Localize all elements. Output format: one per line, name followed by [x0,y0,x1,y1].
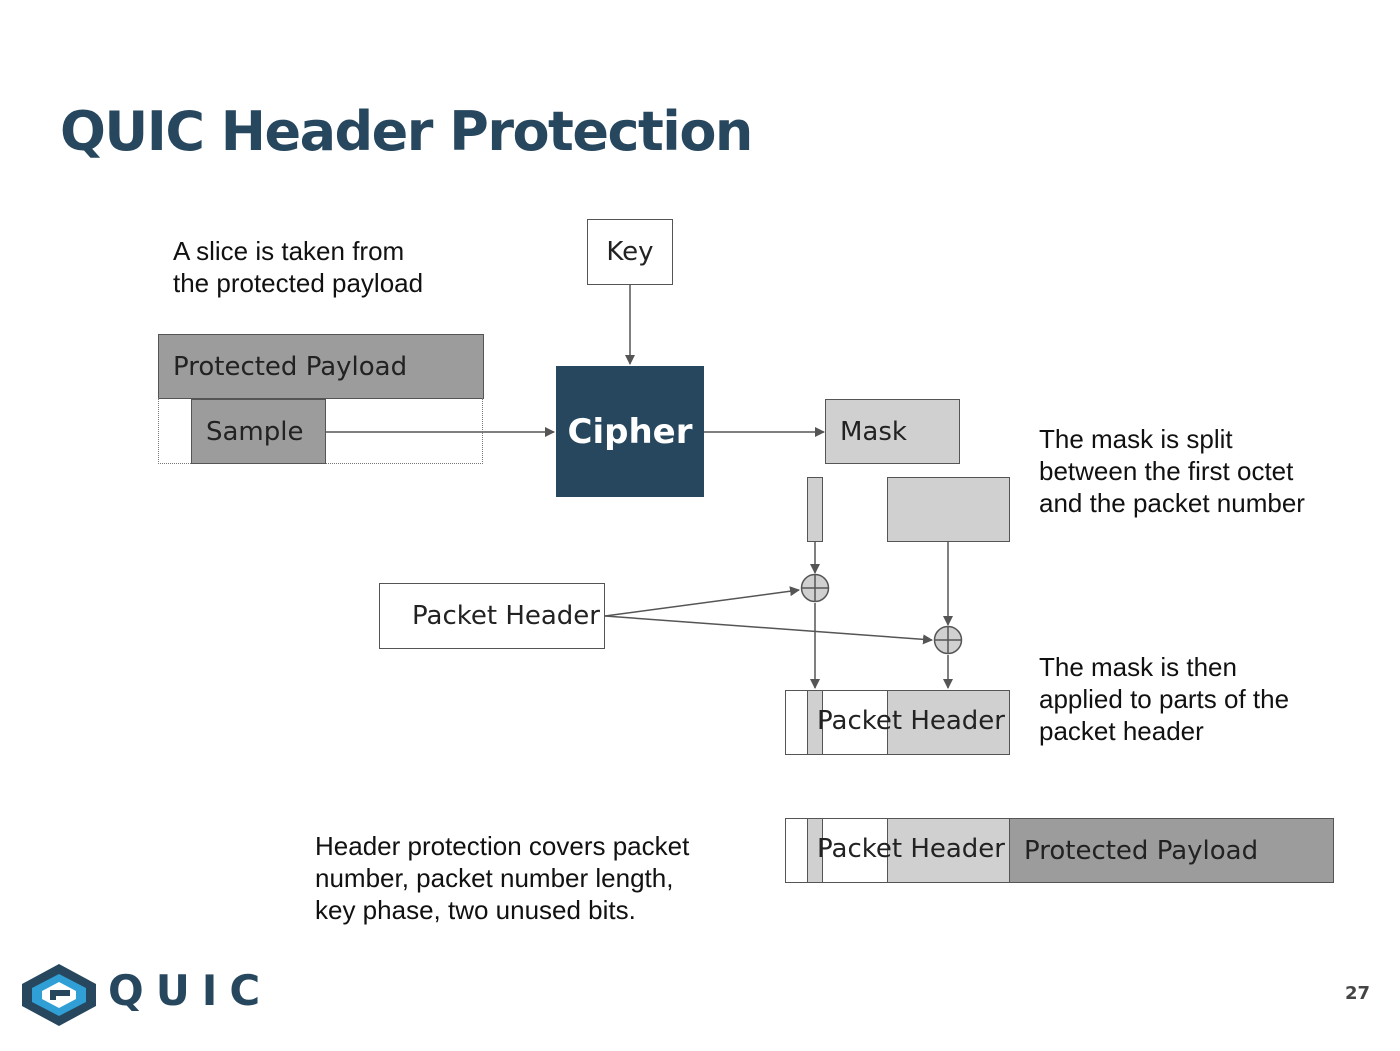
final-packet: Packet Header Protected Payload [785,818,1335,883]
page-number: 27 [1344,983,1370,1004]
sample-label: Sample [206,416,304,447]
key-label: Key [606,237,654,267]
result-first-octet-segment [807,690,823,755]
mask-label: Mask [840,416,907,447]
packet-header-label: Packet Header [412,601,600,631]
mask-packet-number-slice [887,477,1010,542]
note-mask-applied: The mask is then applied to parts of the… [1039,652,1290,746]
result-packet-header-label: Packet Header [817,706,1005,736]
quic-logo-text: QUIC [108,966,273,1015]
cipher-box: Cipher [556,366,704,497]
final-packet-header-label: Packet Header [817,834,1005,864]
protected-payload-box: Protected Payload [158,334,484,399]
arrow-header-to-xor1 [604,586,800,617]
result-packet-header: Packet Header [785,690,1010,755]
final-protected-payload-label: Protected Payload [1024,835,1259,866]
final-packet-number-segment [887,818,1010,883]
page-title: QUIC Header Protection [60,100,753,163]
cipher-label: Cipher [567,411,693,452]
note-slice: A slice is taken from the protected payl… [173,236,424,298]
xor-icon [800,573,830,603]
xor-icon [933,625,963,655]
sample-box: Sample [191,399,326,464]
note-mask-split: The mask is split between the first octe… [1039,424,1305,518]
note-coverage: Header protection covers packet number, … [315,831,690,925]
key-box: Key [587,219,673,285]
packet-header-box: Packet Header [379,583,605,649]
mask-box: Mask [825,399,960,464]
protected-payload-label: Protected Payload [173,351,408,382]
final-protected-payload-box: Protected Payload [1009,818,1334,883]
result-packet-number-segment [887,690,1010,755]
arrow-header-to-xor2 [604,615,933,645]
quic-logo-icon [22,964,96,1026]
final-first-octet-segment [807,818,823,883]
mask-first-octet-slice [807,477,823,542]
